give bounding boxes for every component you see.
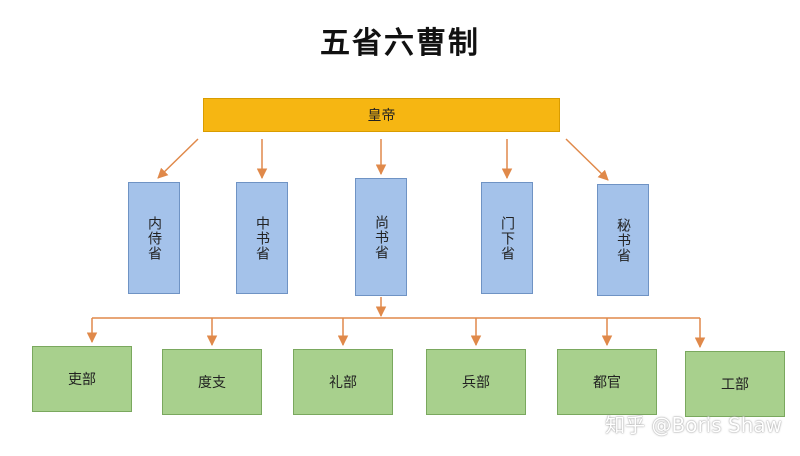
bu-box-duzhi: 度支 (162, 349, 262, 415)
sheng-box-menxiasheng: 门下省 (481, 182, 533, 294)
sheng-box-mishusheng: 秘书省 (597, 184, 649, 296)
emperor-box: 皇帝 (203, 98, 560, 132)
sheng-box-neishisheng: 内侍省 (128, 182, 180, 294)
bu-box-gongbu: 工部 (685, 351, 785, 417)
arrow-emperor-neishisheng (157, 138, 199, 179)
sheng-box-shangshusheng: 尚书省 (355, 178, 407, 296)
arrow-emperor-mishusheng (565, 138, 609, 181)
bu-box-bingbu: 兵部 (426, 349, 526, 415)
bu-box-libu-rites: 礼部 (293, 349, 393, 415)
bu-box-libu: 吏部 (32, 346, 132, 412)
watermark-text: 知乎 @Boris Shaw (605, 413, 782, 437)
diagram-title: 五省六曹制 (320, 26, 480, 61)
sheng-box-zhongshusheng: 中书省 (236, 182, 288, 294)
bu-box-duguan: 都官 (557, 349, 657, 415)
